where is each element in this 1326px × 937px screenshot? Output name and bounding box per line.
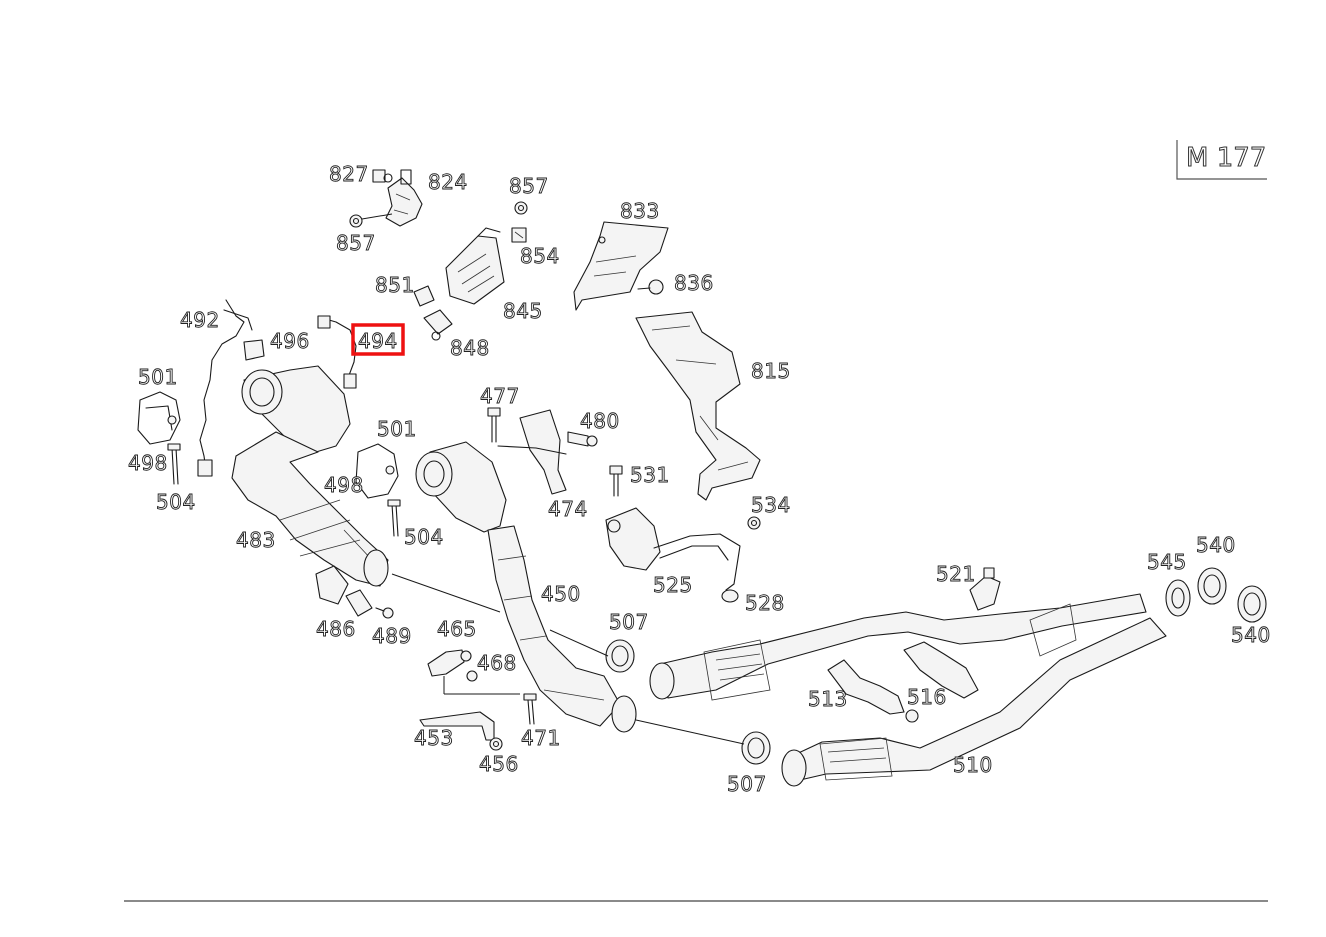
- hanger-513: [827, 659, 905, 715]
- callout-494[interactable]: 494: [358, 329, 398, 354]
- callout-471[interactable]: 471: [521, 726, 561, 751]
- callout-531[interactable]: 531: [630, 463, 670, 488]
- bracket-453: [419, 711, 495, 741]
- highlight-box-494: [351, 323, 405, 356]
- callout-498-left[interactable]: 498: [128, 451, 168, 476]
- clamp-545: [1165, 579, 1191, 617]
- intermediate-pipe-510: [649, 593, 1167, 787]
- callout-504-left[interactable]: 504: [156, 490, 196, 515]
- callout-507-lower[interactable]: 507: [727, 772, 767, 797]
- clamp-507-lower: [741, 731, 771, 765]
- bracket-474: [497, 409, 567, 495]
- leader-lines: [391, 573, 745, 745]
- actuator-525: [605, 507, 741, 591]
- screw-836: [637, 279, 664, 295]
- callout-492[interactable]: 492: [180, 308, 220, 333]
- callout-504-mid[interactable]: 504: [404, 525, 444, 550]
- hanger-516: [903, 641, 979, 723]
- callout-510[interactable]: 510: [953, 753, 993, 778]
- clip-848: [423, 309, 453, 341]
- callout-labels: 827 824 857 857 854 833 851 845 848 836 …: [128, 162, 1271, 797]
- callout-453[interactable]: 453: [414, 726, 454, 751]
- oxygen-sensor-494: [317, 315, 357, 389]
- clamp-501-left: [137, 391, 181, 445]
- callout-465[interactable]: 465: [437, 617, 477, 642]
- callout-498-mid[interactable]: 498: [324, 473, 364, 498]
- bracket-465: [427, 649, 472, 677]
- clip-827: [372, 169, 393, 183]
- bolt-480: [567, 431, 598, 447]
- callout-483[interactable]: 483: [236, 528, 276, 553]
- clamp-540-upper: [1197, 567, 1227, 605]
- callout-474[interactable]: 474: [548, 497, 588, 522]
- bracket-845: [445, 227, 505, 305]
- bolt-504-mid: [387, 499, 401, 537]
- callout-489[interactable]: 489: [372, 624, 412, 649]
- callout-468[interactable]: 468: [477, 651, 517, 676]
- callout-857-left[interactable]: 857: [336, 231, 376, 256]
- clamp-501-mid: [355, 443, 399, 499]
- oxygen-sensor-492: [197, 299, 253, 477]
- bolt-471: [523, 693, 537, 725]
- callout-815[interactable]: 815: [751, 359, 791, 384]
- callout-477[interactable]: 477: [480, 384, 520, 409]
- clamp-507-upper: [605, 639, 635, 673]
- clip-528: [721, 589, 739, 603]
- callout-456[interactable]: 456: [479, 752, 519, 777]
- callout-450[interactable]: 450: [541, 582, 581, 607]
- callout-501-left[interactable]: 501: [138, 365, 178, 390]
- callout-851[interactable]: 851: [375, 273, 415, 298]
- callout-486[interactable]: 486: [316, 617, 356, 642]
- model-code: M 177: [1186, 143, 1266, 173]
- clip-854: [511, 227, 527, 243]
- callout-854[interactable]: 854: [520, 244, 560, 269]
- nut-456: [489, 737, 503, 751]
- callout-496[interactable]: 496: [270, 329, 310, 354]
- catalytic-converter-450: [415, 441, 637, 733]
- callout-521[interactable]: 521: [936, 562, 976, 587]
- callout-845[interactable]: 845: [503, 299, 543, 324]
- callout-534[interactable]: 534: [751, 493, 791, 518]
- bracket-486: [315, 565, 373, 617]
- callout-540-lower[interactable]: 540: [1231, 623, 1271, 648]
- callout-513[interactable]: 513: [808, 687, 848, 712]
- callout-507-upper[interactable]: 507: [609, 610, 649, 635]
- callout-824[interactable]: 824: [428, 170, 468, 195]
- model-code-box: M 177: [1176, 140, 1267, 180]
- callout-540-upper[interactable]: 540: [1196, 533, 1236, 558]
- callout-501-mid[interactable]: 501: [377, 417, 417, 442]
- grommet-496: [243, 339, 265, 361]
- nut-534: [747, 516, 761, 530]
- bolt-489: [375, 607, 394, 619]
- callout-516[interactable]: 516: [907, 685, 947, 710]
- heat-shield-824: [385, 169, 423, 227]
- callout-827[interactable]: 827: [329, 162, 369, 187]
- callout-545[interactable]: 545: [1147, 550, 1187, 575]
- callout-848[interactable]: 848: [450, 336, 490, 361]
- bolt-531: [609, 465, 623, 497]
- nut-857-left: [349, 213, 393, 228]
- catalytic-converter-483: [231, 365, 389, 587]
- callout-857-top[interactable]: 857: [509, 174, 549, 199]
- nut-857-top: [514, 201, 528, 215]
- heat-shield-815: [635, 311, 761, 501]
- clip-851: [413, 285, 435, 307]
- nut-468: [466, 670, 478, 682]
- callout-528[interactable]: 528: [745, 591, 785, 616]
- callout-833[interactable]: 833: [620, 199, 660, 224]
- clamp-540-lower: [1237, 585, 1267, 623]
- callout-480[interactable]: 480: [580, 409, 620, 434]
- heat-shield-833: [573, 221, 669, 311]
- sensor-521: [969, 567, 1001, 611]
- bolt-477: [487, 407, 501, 443]
- callout-525[interactable]: 525: [653, 573, 693, 598]
- bolt-504-left: [167, 443, 181, 485]
- callout-836[interactable]: 836: [674, 271, 714, 296]
